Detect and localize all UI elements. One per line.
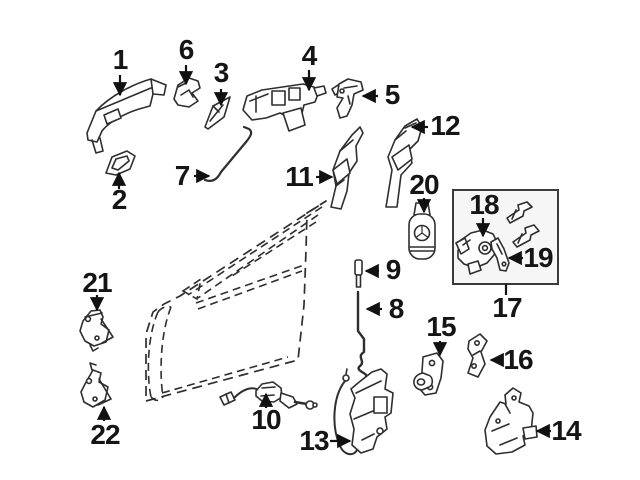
part-3-handle-seal-gasket (204, 96, 231, 130)
callout-17: 17 (492, 292, 522, 323)
callout-13: 13 (299, 425, 329, 456)
callout-10: 10 (251, 404, 281, 435)
callout-12: 12 (430, 110, 460, 141)
part-14-lock-mount-bracket (484, 387, 538, 455)
part-22-lower-hinge (80, 362, 112, 408)
part-1-outside-door-handle (86, 78, 167, 154)
part-11-front-window-guide (330, 126, 364, 210)
callout-8: 8 (388, 293, 405, 324)
part-4-handle-carrier (242, 83, 327, 132)
callout-7: 7 (174, 160, 191, 191)
part-9-lock-pin (354, 259, 363, 288)
callout-14: 14 (551, 415, 581, 446)
callout-16: 16 (503, 344, 533, 375)
part-19-emergency-key-blade (490, 237, 510, 272)
key-blank-lower (512, 224, 540, 248)
callout-15: 15 (426, 311, 456, 342)
part-21-upper-hinge (79, 309, 114, 352)
callout-20: 20 (409, 169, 439, 200)
callout-2: 2 (111, 184, 128, 215)
door-outline (145, 200, 327, 402)
part-8-lock-rod (356, 290, 385, 383)
callout-11: 11 (285, 161, 314, 192)
callout-arrows (89, 65, 551, 449)
part-7-actuating-rod (203, 125, 253, 182)
callout-4: 4 (301, 40, 318, 71)
part-13-door-lock-actuator (333, 368, 394, 456)
callout-9: 9 (385, 254, 402, 285)
callout-19: 19 (523, 242, 553, 273)
key-blank-upper (506, 201, 533, 224)
callout-6: 6 (178, 34, 195, 65)
callout-3: 3 (213, 57, 230, 88)
part-16-striker-plate (467, 333, 488, 378)
part-5-carrier-bracket (331, 78, 364, 119)
callout-18: 18 (469, 189, 499, 220)
callout-5: 5 (384, 79, 401, 110)
part-15-door-striker (413, 352, 444, 396)
callout-21: 21 (82, 267, 112, 298)
part-20-remote-key-fob (408, 202, 436, 260)
callout-22: 22 (90, 419, 120, 450)
callout-1: 1 (112, 44, 129, 75)
part-2-handle-end-cap (105, 150, 136, 176)
